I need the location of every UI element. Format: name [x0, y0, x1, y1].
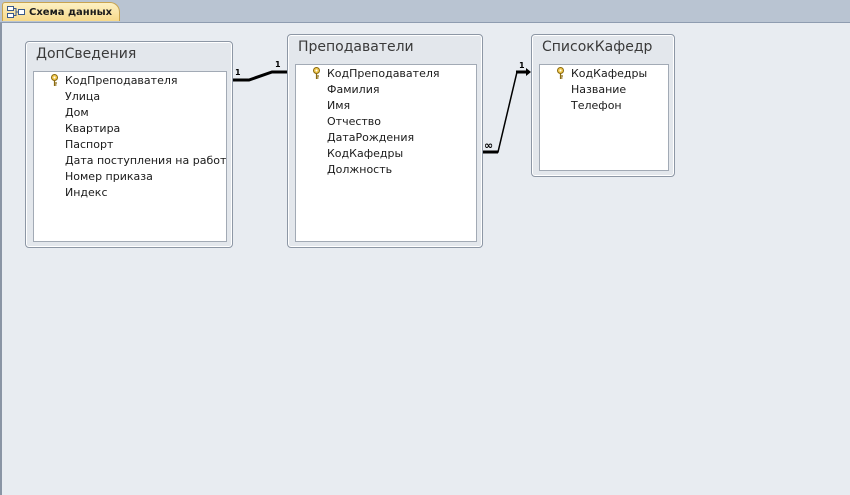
relationships-icon	[7, 6, 25, 18]
field-row[interactable]: КодПреподавателя	[296, 66, 476, 82]
field-row[interactable]: Телефон	[571, 99, 622, 112]
field-row[interactable]: КодКафедры	[540, 66, 668, 82]
field-row[interactable]: Должность	[327, 163, 393, 176]
field-list[interactable]: КодПреподавателя Фамилия Имя Отчество Да…	[295, 64, 477, 242]
field-row[interactable]: ДатаРождения	[327, 131, 415, 144]
field-row[interactable]: Квартира	[65, 122, 121, 135]
field-row[interactable]: Номер приказа	[65, 170, 153, 183]
field-row[interactable]: Фамилия	[327, 83, 380, 96]
table-spisokkafedr[interactable]: СписокКафедр КодКафедры Название Телефон	[531, 34, 675, 177]
table-dopsvedeniya[interactable]: ДопСведения КодПреподавателя Улица Дом К…	[25, 41, 233, 248]
tab-label: Схема данных	[29, 6, 113, 18]
field-row[interactable]: Название	[571, 83, 627, 96]
field-row[interactable]: Улица	[65, 90, 101, 103]
field-row[interactable]: Паспорт	[65, 138, 114, 151]
cardinality-label: 1	[275, 60, 281, 69]
cardinality-label: 1	[519, 61, 525, 70]
field-list[interactable]: КодКафедры Название Телефон	[539, 64, 669, 171]
field-row[interactable]: КодКафедры	[327, 147, 404, 160]
primary-key-icon	[313, 67, 320, 79]
tab-relationships[interactable]: Схема данных	[2, 2, 120, 21]
cardinality-label: 1	[235, 68, 241, 77]
field-row[interactable]: Индекс	[65, 186, 108, 199]
primary-key-icon	[557, 67, 564, 79]
field-row[interactable]: Дата поступления на работу	[65, 154, 227, 167]
primary-key-icon	[51, 74, 58, 86]
field-list[interactable]: КодПреподавателя Улица Дом Квартира Пасп…	[33, 71, 227, 242]
field-row[interactable]: Отчество	[327, 115, 382, 128]
table-title: СписокКафедр	[542, 39, 653, 55]
table-title: ДопСведения	[36, 46, 137, 62]
field-row[interactable]: КодПреподавателя	[34, 73, 226, 89]
field-row[interactable]: Имя	[327, 99, 351, 112]
field-row[interactable]: Дом	[65, 106, 89, 119]
cardinality-label: ∞	[484, 139, 494, 152]
table-prepodavateli[interactable]: Преподаватели КодПреподавателя Фамилия И…	[287, 34, 483, 248]
document-tab-bar: Схема данных	[0, 0, 850, 23]
table-title: Преподаватели	[298, 39, 414, 55]
